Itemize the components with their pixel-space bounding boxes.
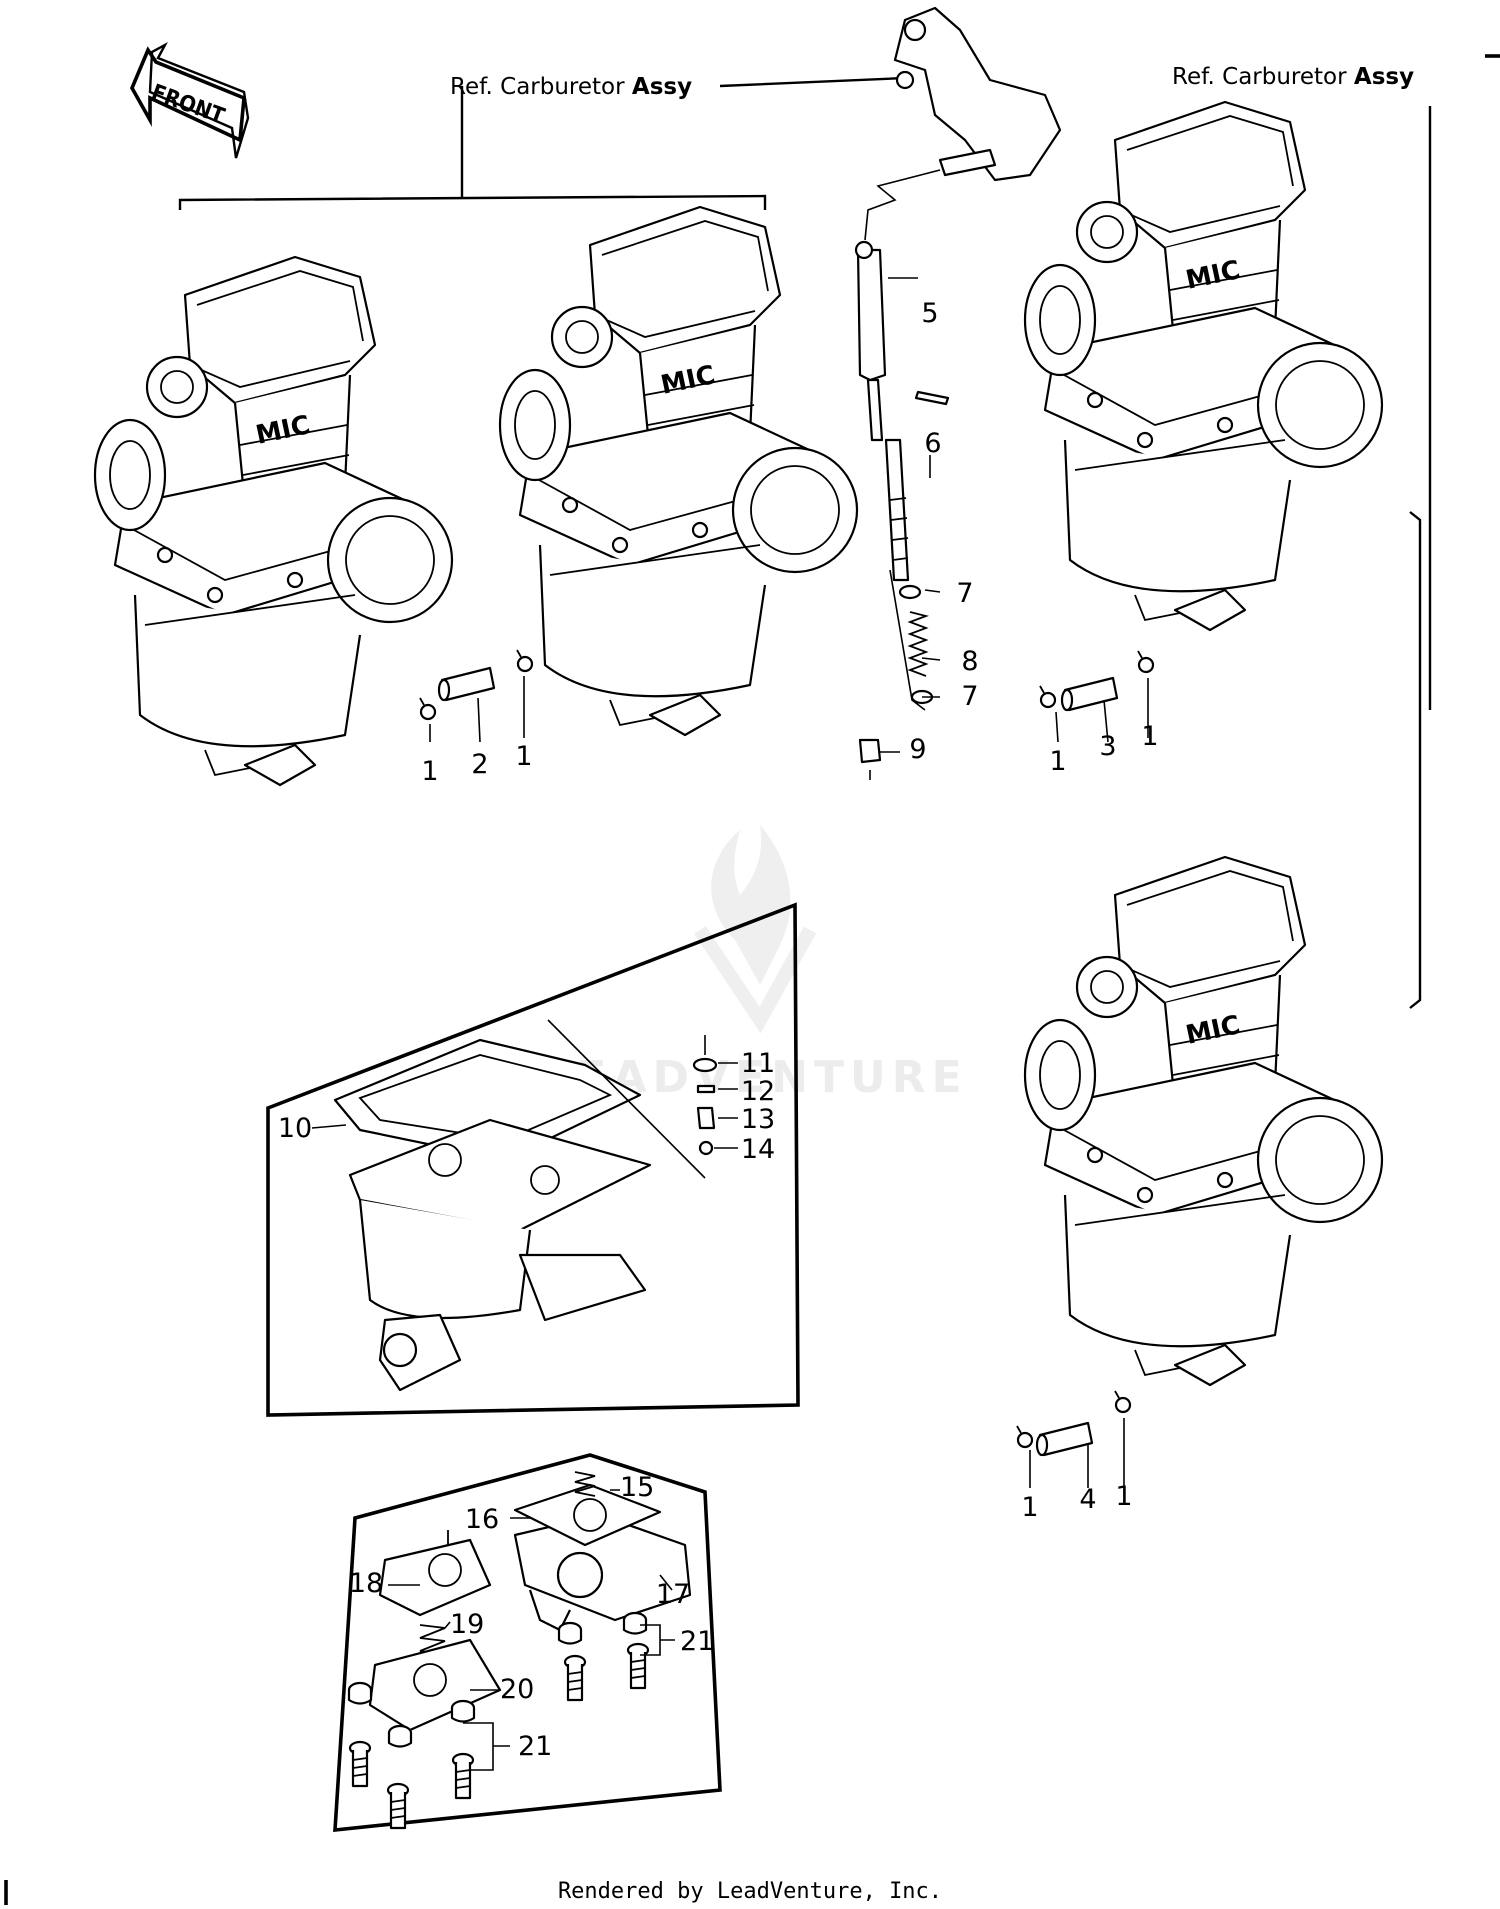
cap-9 <box>858 738 882 764</box>
carburetor-1 <box>93 255 454 787</box>
choke-lever <box>864 6 1062 241</box>
float-bowl-detail-box <box>266 902 800 1417</box>
callout-9: 9 <box>909 734 926 765</box>
nut-21a <box>557 1621 583 1645</box>
callout-8: 8 <box>961 646 978 677</box>
callout-1c: 1 <box>1049 746 1066 777</box>
hose-4 <box>1035 1421 1094 1457</box>
callout-17: 17 <box>656 1579 690 1610</box>
ref-bracket-left <box>178 76 906 210</box>
footer-credit: Rendered by LeadVenture, Inc. <box>558 1879 942 1904</box>
callout-5: 5 <box>921 298 938 329</box>
ref-carburetor-right: Ref. Carburetor Assy <box>1172 64 1414 90</box>
clip-1a <box>418 696 437 721</box>
screw-21b <box>626 1642 650 1690</box>
fuel-pump-detail-box <box>333 1453 722 1833</box>
clip-1f <box>1113 1389 1132 1414</box>
callout-21a: 21 <box>680 1626 714 1657</box>
front-arrow: FRONT <box>129 42 250 159</box>
callout-4: 4 <box>1079 1484 1096 1515</box>
callout-1e: 1 <box>1021 1492 1038 1523</box>
callout-3: 3 <box>1099 731 1116 762</box>
callout-1b: 1 <box>515 741 532 772</box>
spring-8 <box>907 611 930 677</box>
jet-13 <box>696 1106 716 1130</box>
clip-1e <box>1015 1424 1034 1449</box>
screw-21c <box>348 1740 372 1788</box>
nut-21d <box>387 1724 413 1748</box>
callout-12: 12 <box>741 1076 775 1107</box>
callout-16: 16 <box>465 1504 499 1535</box>
screw-21d <box>386 1782 410 1830</box>
clip-1b <box>515 648 534 673</box>
ring-12 <box>696 1084 716 1094</box>
ref-bracket-right <box>1409 106 1432 1009</box>
callout-7a: 7 <box>956 578 973 609</box>
callout-6: 6 <box>924 428 941 459</box>
callout-2: 2 <box>471 749 488 780</box>
callout-15: 15 <box>620 1472 654 1503</box>
screw-21e <box>451 1752 475 1800</box>
washer-7a <box>898 584 922 600</box>
callout-18: 18 <box>349 1568 383 1599</box>
screw-21a <box>563 1654 587 1702</box>
callout-13: 13 <box>741 1104 775 1135</box>
o-ring-11 <box>692 1057 718 1073</box>
nut-21b <box>622 1611 648 1635</box>
carburetor-4 <box>1023 855 1384 1387</box>
hose-2 <box>437 666 496 702</box>
callout-7b: 7 <box>961 681 978 712</box>
callout-19: 19 <box>450 1609 484 1640</box>
linkage-rod <box>854 240 910 582</box>
callout-20: 20 <box>500 1674 534 1705</box>
ref-carburetor-left: Ref. Carburetor Assy <box>450 74 692 100</box>
clip-1d <box>1136 649 1155 674</box>
hose-3 <box>1060 676 1119 712</box>
callouts: 1 2 1 5 6 7 8 7 9 1 3 1 10 11 12 13 14 1… <box>278 298 1159 1762</box>
nut-21c <box>347 1681 373 1705</box>
carburetor-2 <box>498 205 859 737</box>
callout-21b: 21 <box>518 1731 552 1762</box>
callout-11: 11 <box>741 1048 775 1079</box>
nut-21e <box>450 1699 476 1723</box>
callout-14: 14 <box>741 1134 775 1165</box>
ball-14 <box>698 1140 714 1156</box>
callout-1f: 1 <box>1115 1481 1132 1512</box>
carburetor-3 <box>1023 100 1384 632</box>
clip-1c <box>1038 684 1057 709</box>
pin-6 <box>914 390 950 406</box>
callout-1a: 1 <box>421 756 438 787</box>
callout-1d: 1 <box>1141 721 1158 752</box>
callout-10: 10 <box>278 1113 312 1144</box>
